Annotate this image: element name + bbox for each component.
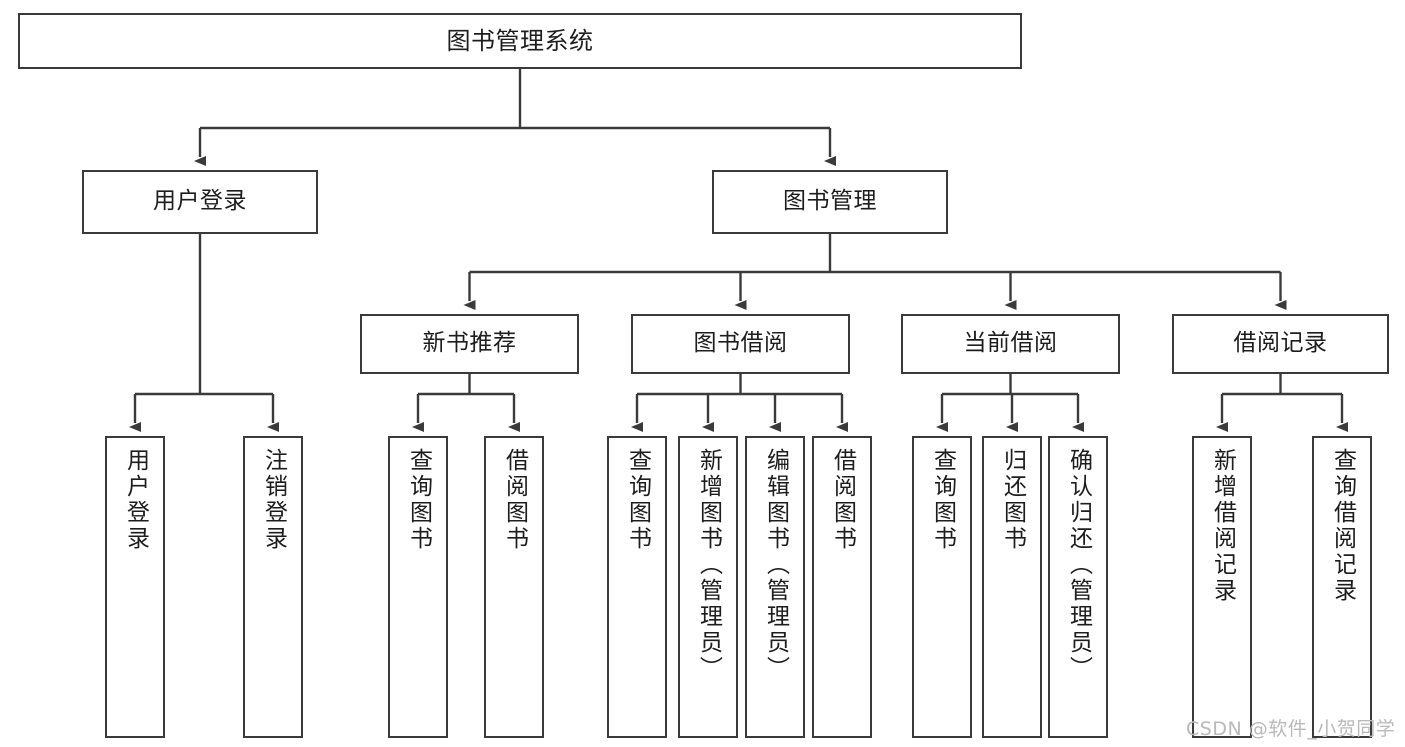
node-label: 新增借阅记录	[1209, 448, 1236, 604]
node-label: 查询图书	[405, 448, 432, 552]
node-book-manage[interactable]: 图书管理	[712, 170, 948, 234]
node-leaf-confirm-return[interactable]: 确认归还（管理员）	[1048, 436, 1108, 738]
node-label: 查询借阅记录	[1329, 448, 1356, 604]
node-label: 查询图书	[929, 448, 956, 552]
node-current-borrow[interactable]: 当前借阅	[901, 314, 1120, 374]
node-leaf-add-book[interactable]: 新增图书（管理员）	[678, 436, 738, 738]
node-new-book-rec[interactable]: 新书推荐	[360, 314, 579, 374]
node-label: 借阅记录	[1233, 330, 1328, 357]
node-leaf-return-book[interactable]: 归还图书	[982, 436, 1042, 738]
node-leaf-edit-book[interactable]: 编辑图书（管理员）	[745, 436, 805, 738]
node-leaf-add-record[interactable]: 新增借阅记录	[1192, 436, 1252, 738]
node-leaf-borrow-book-2[interactable]: 借阅图书	[812, 436, 872, 738]
node-label: 注销登录	[260, 448, 287, 552]
node-label: 新书推荐	[422, 330, 517, 357]
node-label: 当前借阅	[963, 330, 1058, 357]
node-leaf-query-book-3[interactable]: 查询图书	[912, 436, 972, 738]
node-label: 图书借阅	[693, 330, 788, 357]
node-label: 图书管理系统	[446, 26, 594, 55]
node-label: 查询图书	[624, 448, 651, 552]
node-leaf-user-login[interactable]: 用户登录	[105, 436, 165, 738]
node-label: 用户登录	[153, 188, 247, 215]
node-leaf-query-book-1[interactable]: 查询图书	[388, 436, 448, 738]
node-label: 编辑图书（管理员）	[762, 448, 789, 682]
node-label: 借阅图书	[501, 448, 528, 552]
node-root[interactable]: 图书管理系统	[18, 13, 1022, 69]
node-label: 用户登录	[122, 448, 149, 552]
node-leaf-query-book-2[interactable]: 查询图书	[607, 436, 667, 738]
node-label: 借阅图书	[829, 448, 856, 552]
node-label: 确认归还（管理员）	[1065, 448, 1092, 682]
node-borrow-record[interactable]: 借阅记录	[1172, 314, 1389, 374]
node-label: 图书管理	[783, 188, 877, 215]
node-label: 归还图书	[999, 448, 1026, 552]
node-leaf-query-record[interactable]: 查询借阅记录	[1312, 436, 1372, 738]
node-user-login[interactable]: 用户登录	[82, 170, 318, 234]
node-book-borrow[interactable]: 图书借阅	[631, 314, 850, 374]
node-label: 新增图书（管理员）	[695, 448, 722, 682]
node-leaf-borrow-book-1[interactable]: 借阅图书	[484, 436, 544, 738]
node-leaf-logout[interactable]: 注销登录	[243, 436, 303, 738]
